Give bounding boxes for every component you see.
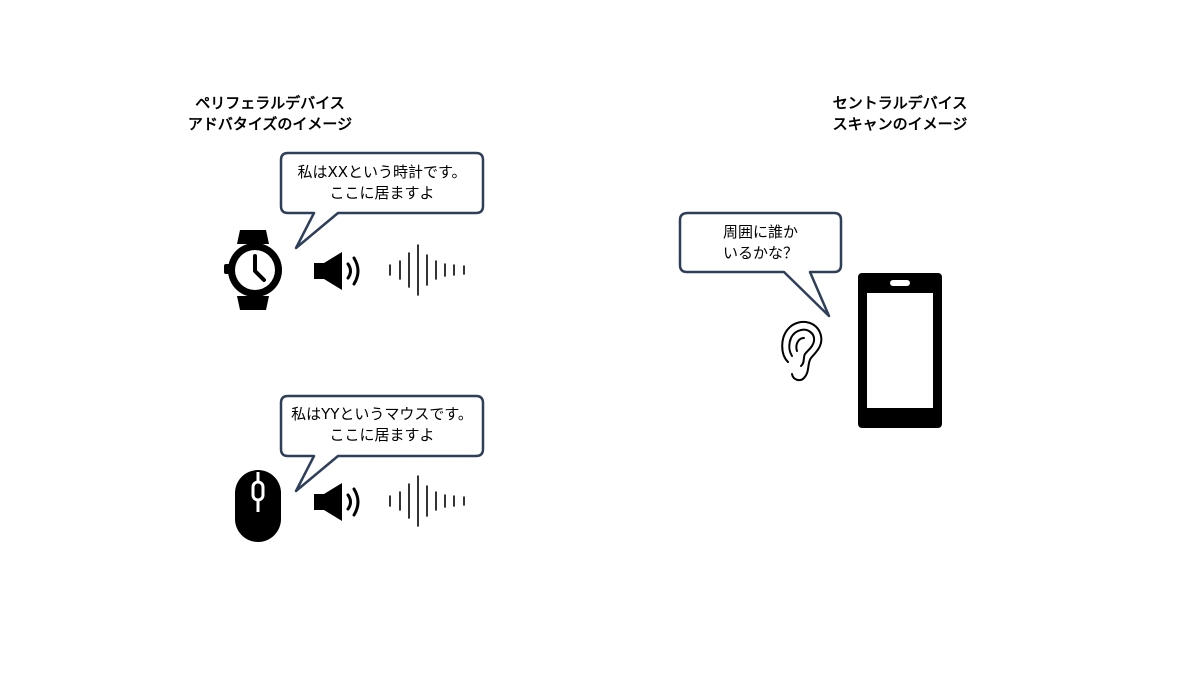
central-heading: セントラルデバイス スキャンのイメージ [810,93,990,135]
watch-icon [224,230,282,310]
mouse-speech-text: 私はYYというマウスです。 ここに居ますよ [281,404,483,446]
peripheral-heading: ペリフェラルデバイス アドバタイズのイメージ [175,93,365,135]
sound-wave-icon [389,244,465,296]
central-speech-line2: いるかな？ [722,244,798,262]
smartphone-icon [858,273,942,428]
central-speech-line1: 周囲に誰か [722,223,798,241]
speaker-icon [314,252,360,290]
central-speech-text: 周囲に誰か いるかな？ [680,222,841,264]
mouse-speech-line1: 私はYYというマウスです。 [291,405,473,423]
speaker-icon [314,483,360,521]
peripheral-heading-line1: ペリフェラルデバイス [195,94,345,112]
mouse-speech-line2: ここに居ますよ [329,426,435,444]
central-heading-line2: スキャンのイメージ [832,115,968,133]
watch-speech-line2: ここに居ますよ [329,184,435,202]
ear-icon [781,320,823,382]
mouse-icon [235,470,281,542]
peripheral-heading-line2: アドバタイズのイメージ [187,115,353,133]
watch-speech-line1: 私はXXという時計です。 [297,163,467,181]
central-heading-line1: セントラルデバイス [832,94,968,112]
sound-wave-icon [389,475,465,527]
watch-speech-text: 私はXXという時計です。 ここに居ますよ [281,162,483,204]
